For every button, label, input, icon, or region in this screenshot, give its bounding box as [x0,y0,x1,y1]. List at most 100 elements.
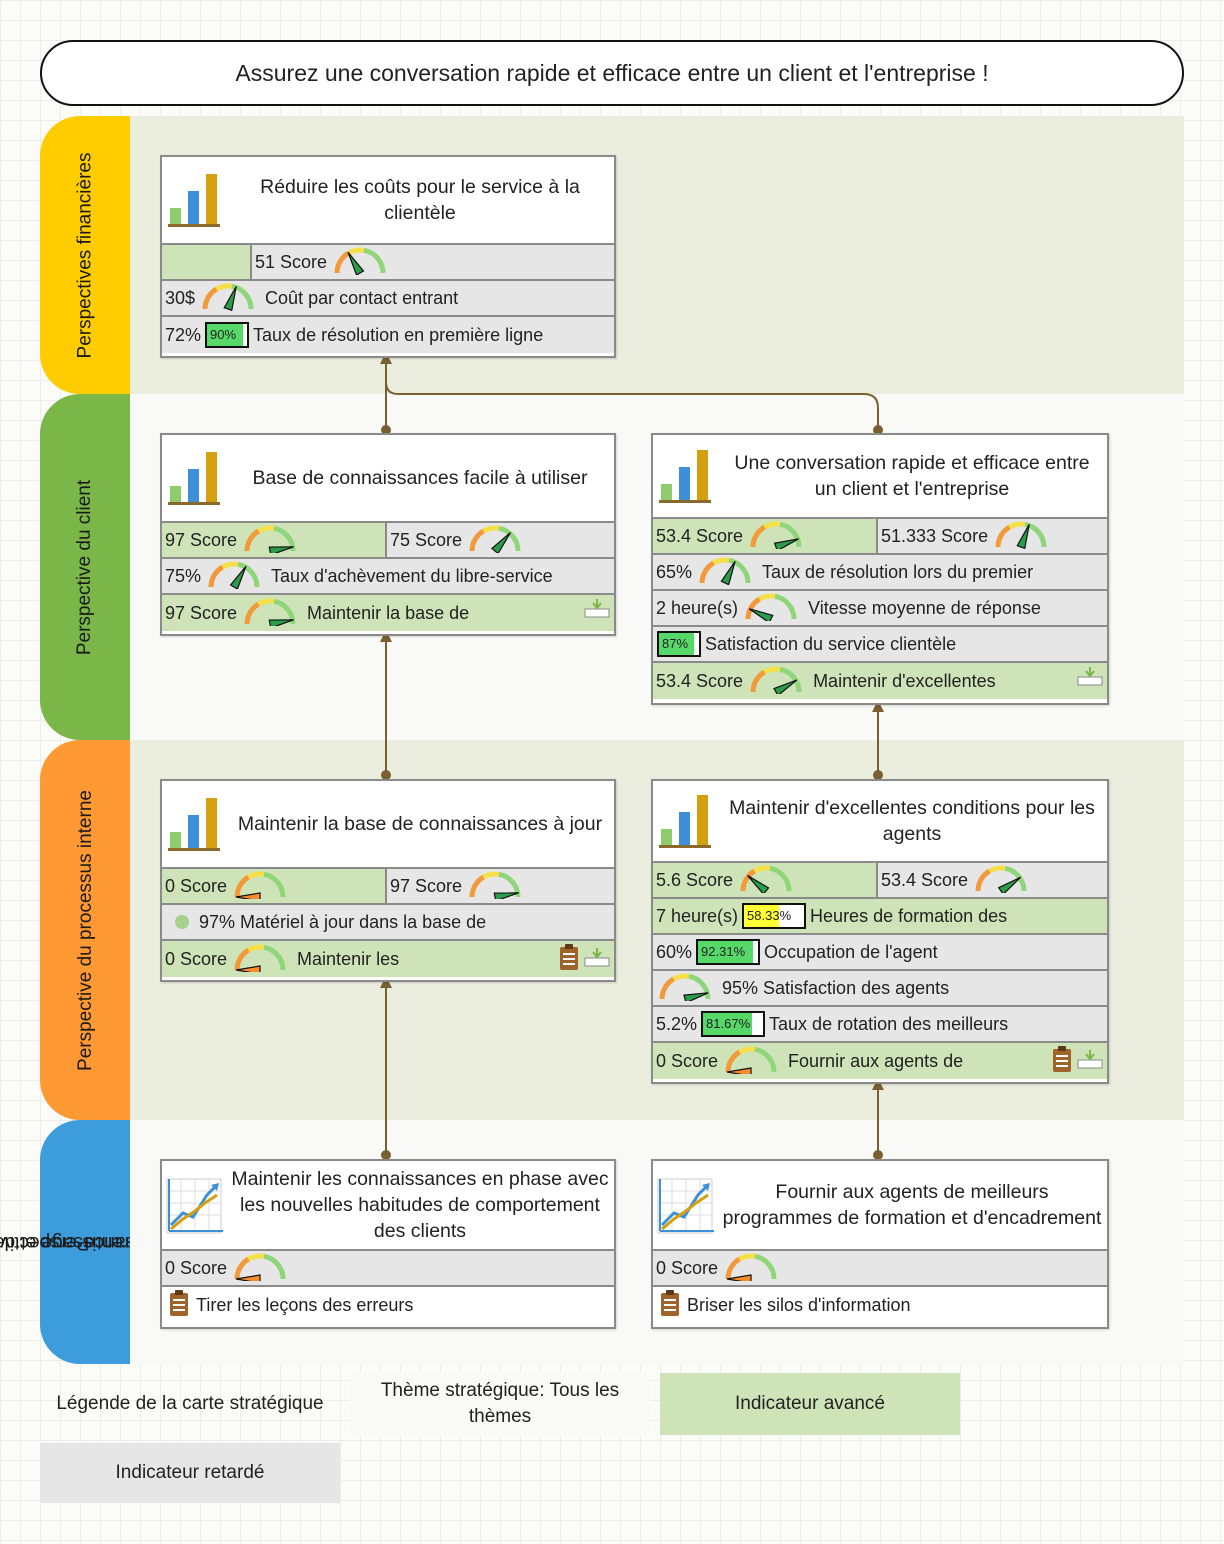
gauge-icon [722,1044,780,1079]
connector-dot [381,425,391,435]
progress-bar: 92.31% [696,939,761,965]
bar-chart-icon [653,791,721,851]
bar-chart-icon [162,794,230,854]
connector-dot [381,1150,391,1160]
connector-dot [873,770,883,780]
score-value: 53.4 Score [881,869,969,890]
legend-leading-indicator: Indicateur avancé [660,1373,960,1435]
status-dot-icon [175,915,189,929]
kpi-value: 65% [656,561,693,582]
trend-chart-icon [162,1173,230,1237]
objective-card-agent-conditions[interactable]: Maintenir d'excellentes conditions pour … [651,779,1109,1084]
clipboard-icon[interactable] [168,1289,190,1322]
kpi-label: Taux d'achèvement du libre-service [271,565,553,586]
arrowhead [380,352,392,364]
clipboard-icon[interactable] [659,1289,681,1322]
gauge-icon [199,281,257,315]
gauge-icon [241,523,299,557]
gauge-icon [231,1251,289,1285]
progress-bar: 81.67% [701,1011,766,1037]
kpi-value: 5.2% [656,1013,698,1034]
objective-title: Maintenir d'excellentes conditions pour … [729,797,1095,845]
score-value: 97 Score [165,529,238,550]
kpi-label: 95% Satisfaction des agents [722,977,950,998]
kpi-label: Taux de rotation des meilleurs [769,1013,1009,1034]
legend-title: Légende de la carte stratégique [56,1393,324,1414]
initiative-label: Tirer les leçons des erreurs [196,1294,414,1315]
score-value: 0 Score [656,1050,719,1071]
bar-chart-icon [162,170,230,230]
objective-title: Maintenir la base de connaissances à jou… [237,813,603,835]
kpi-label: Heures de formation des [810,905,1008,926]
arrowhead [380,976,392,988]
bar-chart-icon [162,448,230,508]
gauge-icon [656,971,714,1005]
score-value: 53.4 Score [656,670,744,691]
objective-card-update-knowledge-base[interactable]: Maintenir la base de connaissances à jou… [160,779,616,982]
gauge-icon [992,519,1050,553]
objective-title: Réduire les coûts pour le service à la c… [260,176,580,224]
kpi-value: 7 heure(s) [656,905,739,926]
objective-card-knowledge-habits[interactable]: Maintenir les connaissances en phase ave… [160,1159,616,1329]
kpi-label: Maintenir d'excellentes [813,670,996,691]
connector-dot [381,770,391,780]
score-value: 51 Score [255,251,328,272]
gauge-icon [722,1251,780,1285]
score-value: 0 Score [656,1257,719,1278]
progress-bar: 87% [657,631,701,657]
kpi-value: 30$ [165,287,196,308]
kpi-label: Fournir aux agents de [788,1050,964,1071]
objective-title: Une conversation rapide et efficace entr… [734,452,1090,500]
objective-card-knowledge-base[interactable]: Base de connaissances facile à utiliser … [160,433,616,636]
band-customer-label: Perspective du client [40,394,130,740]
kpi-label: Vitesse moyenne de réponse [808,597,1041,618]
kpi-label: 97% Matériel à jour dans la base de [199,911,487,932]
gauge-icon [466,523,524,557]
band-internal-label: Perspective du processus interne [40,740,130,1120]
gauge-icon [737,863,795,897]
objective-title: Fournir aux agents de meilleurs programm… [722,1181,1102,1229]
kpi-value: 75% [165,565,202,586]
objective-card-fast-conversation[interactable]: Une conversation rapide et efficace entr… [651,433,1109,705]
download-icon[interactable] [1077,665,1103,692]
kpi-label: Occupation de l'agent [764,941,938,962]
connector-c3-c1 [385,381,879,428]
download-icon[interactable] [584,597,610,624]
gauge-icon [972,863,1030,897]
download-icon[interactable] [584,946,610,973]
arrowhead [872,700,884,712]
score-value: 53.4 Score [656,525,744,546]
gauge-icon [241,596,299,631]
score-value: 0 Score [165,1257,228,1278]
gauge-icon [231,869,289,903]
legend-lagging-indicator: Indicateur retardé [40,1443,340,1503]
kpi-label: Maintenir les [297,948,400,969]
gauge-icon [747,664,805,699]
objective-card-training-programs[interactable]: Fournir aux agents de meilleurs programm… [651,1159,1109,1329]
initiative-label: Briser les silos d'information [687,1294,911,1315]
score-value: 0 Score [165,875,228,896]
score-value: 97 Score [165,602,238,623]
arrowhead [380,630,392,642]
objective-title: Base de connaissances facile à utiliser [252,467,588,489]
download-icon[interactable] [1077,1048,1103,1075]
gauge-icon [747,519,805,553]
map-title: Assurez une conversation rapide et effic… [40,40,1184,106]
gauge-icon [331,245,389,279]
gauge-icon [696,555,754,589]
gauge-icon [742,591,800,625]
progress-bar: 90% [205,322,250,348]
kpi-label: Taux de résolution lors du premier [762,561,1034,582]
legend-theme: Thème stratégique: Tous les thèmes [350,1373,650,1435]
objective-card-reduce-costs[interactable]: Réduire les coûts pour le service à la c… [160,155,616,358]
clipboard-icon[interactable] [1051,1045,1073,1078]
score-value: 5.6 Score [656,869,734,890]
bar-chart-icon [653,446,721,506]
progress-bar: 58.33% [742,903,807,929]
score-value: 97 Score [390,875,463,896]
connector-dot [873,425,883,435]
objective-title: Maintenir les connaissances en phase ave… [231,1168,609,1242]
clipboard-icon[interactable] [558,943,580,976]
